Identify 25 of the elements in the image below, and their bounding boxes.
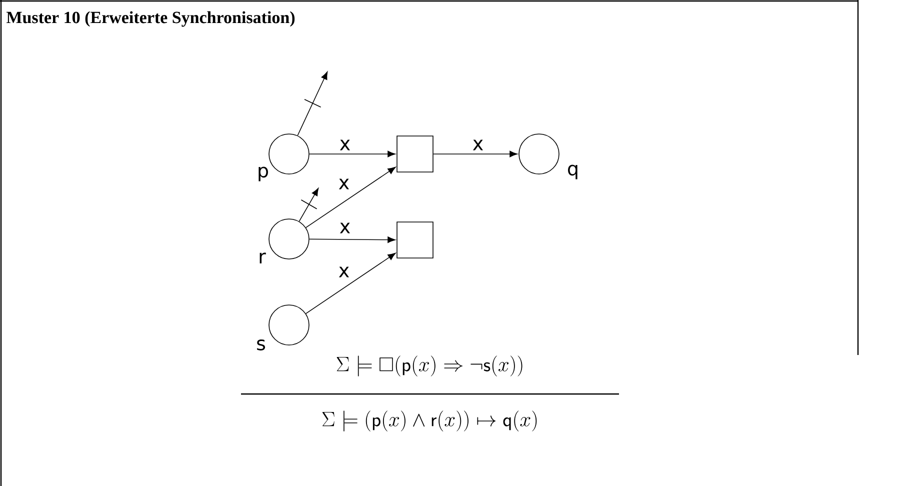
arc-arrow [306, 252, 396, 314]
formula: $\Sigma \models (\mathsf{p}(x) \wedge \mathsf{r}(x)) \mapsto \mathsf{q}(x)$ [322, 410, 537, 432]
transition-box [396, 222, 434, 258]
arc-arrow [309, 150, 396, 158]
place-label: p [258, 166, 268, 182]
place-circle [268, 218, 310, 260]
edge-label: x [337, 178, 351, 190]
place-label: s [257, 340, 266, 350]
arc-arrow [433, 150, 518, 158]
formula: $\Sigma \models \Box(\mathsf{p}(x) \Rightarrow \neg\mathsf{s}(x))$ [336, 356, 522, 376]
transition-box [396, 136, 434, 172]
inhibited-arrow [298, 188, 319, 222]
edge-label: x [337, 266, 351, 278]
place-circle [268, 134, 310, 174]
place-label: r [260, 252, 266, 264]
place-circle [268, 304, 310, 346]
edge-label: x [338, 222, 352, 234]
place-circle [518, 134, 560, 174]
inhibited-arrow [297, 72, 328, 136]
edge-label: x [338, 138, 352, 152]
arc-arrow [309, 236, 396, 243]
place-label: q [568, 164, 578, 180]
edge-label: x [471, 138, 485, 152]
title: Muster 10 (Erweiterte Synchronisation) [6, 11, 295, 27]
arc-arrow [306, 166, 396, 228]
